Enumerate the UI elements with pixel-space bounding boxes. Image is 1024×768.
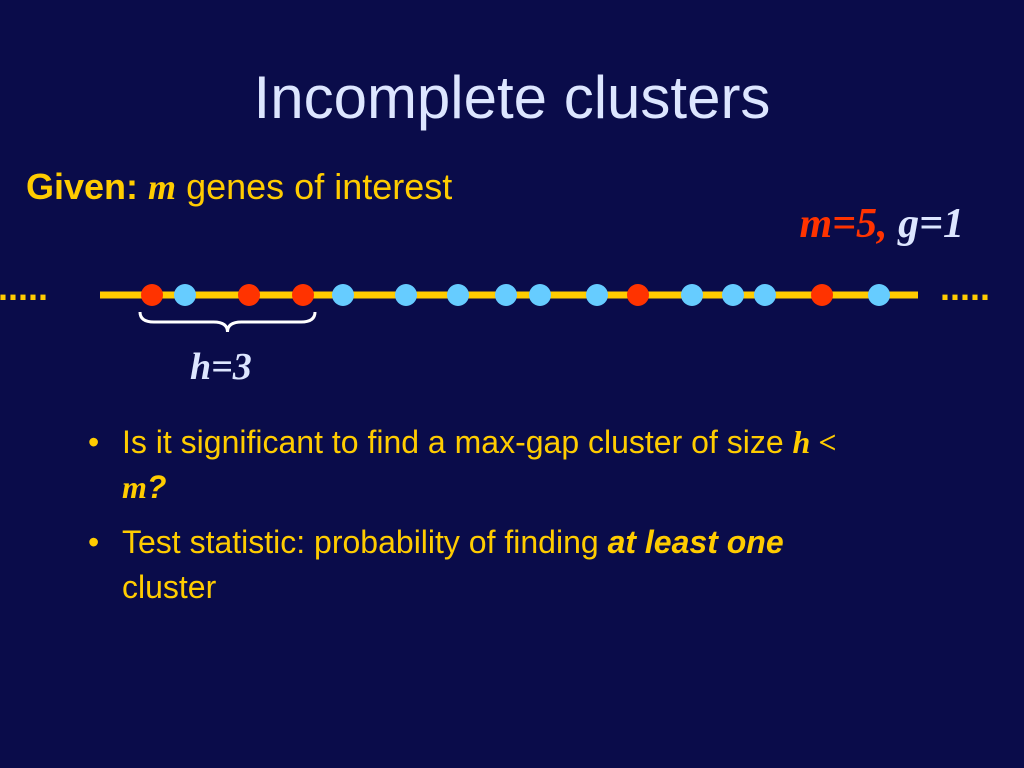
bullet-1-m: m: [122, 469, 147, 505]
gene: [495, 284, 517, 306]
bullet-1-lt: <: [810, 424, 837, 460]
bullet-dot: •: [88, 524, 100, 560]
gene: [529, 284, 551, 306]
param-m: m=5,: [799, 201, 888, 247]
given-line: Given: m genes of interest: [26, 166, 452, 208]
h-label: h=3: [190, 346, 252, 388]
bullet-1-text: Is it significant to find a max-gap clus…: [122, 424, 793, 460]
gene-of-interest: [627, 284, 649, 306]
bullet-item-1: • Is it significant to find a max-gap cl…: [84, 420, 884, 510]
gene: [868, 284, 890, 306]
given-text: genes of interest: [186, 166, 453, 207]
param-g: g=1: [898, 201, 964, 247]
cluster-brace: [138, 311, 317, 333]
given-label: Given:: [26, 166, 139, 207]
gene: [754, 284, 776, 306]
gene: [586, 284, 608, 306]
bullet-2-post: cluster: [122, 569, 217, 605]
bullet-1-h: h: [792, 424, 811, 460]
gene-of-interest: [141, 284, 163, 306]
gene-of-interest: [292, 284, 314, 306]
gene: [681, 284, 703, 306]
gene: [174, 284, 196, 306]
left-ellipsis: .....: [0, 270, 48, 308]
gene: [395, 284, 417, 306]
slide-title: Incomplete clusters: [253, 64, 771, 131]
gene: [722, 284, 744, 306]
right-ellipsis: .....: [940, 270, 990, 308]
gene-of-interest: [811, 284, 833, 306]
bullet-2-text: Test statistic: probability of finding: [122, 524, 608, 560]
bullet-dot: •: [88, 424, 100, 460]
bullet-1-question: ?: [146, 469, 167, 505]
bullet-item-2: • Test statistic: probability of finding…: [84, 520, 884, 610]
bullet-list: • Is it significant to find a max-gap cl…: [84, 420, 884, 620]
genome-diagram: ..... .....: [0, 270, 990, 333]
gene-of-interest: [238, 284, 260, 306]
parameters: m=5, g=1: [799, 200, 964, 248]
given-variable-m: m: [148, 167, 177, 207]
bullet-2-emphasis: at least one: [607, 524, 784, 560]
gene: [447, 284, 469, 306]
gene: [332, 284, 354, 306]
